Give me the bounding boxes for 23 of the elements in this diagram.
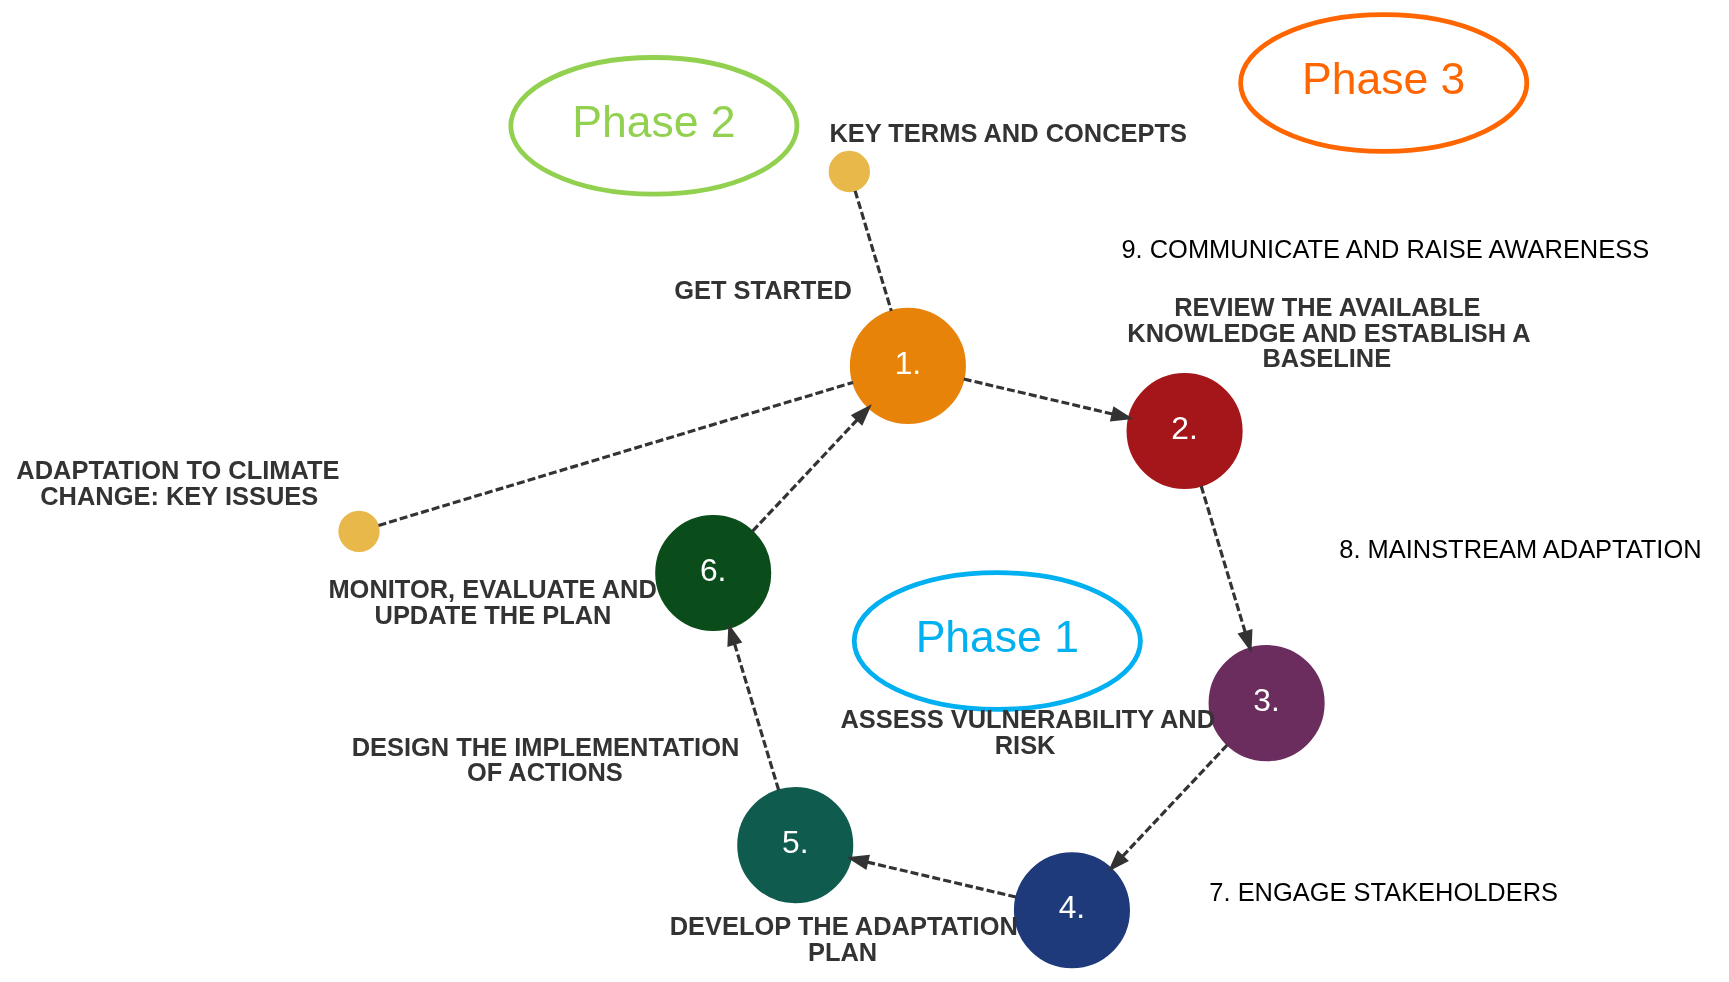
node-circle [337, 510, 380, 552]
arrow [963, 377, 1133, 422]
node-ellipse: Phase 3 [1237, 12, 1529, 154]
node-label: ADAPTATION TO CLIMATE CHANGE: KEY ISSUES [15, 456, 339, 510]
node-label: DESIGN THE IMPLEMENTATION OF ACTIONS [351, 732, 739, 787]
arrow [845, 854, 1016, 899]
node-label: REVIEW THE AVAILABLE KNOWLEDGE AND ESTABLISH A BASELINE [1126, 293, 1531, 373]
arrow [1107, 743, 1228, 872]
arrow [1199, 485, 1252, 653]
arrow [726, 623, 780, 791]
node-circle: 2. [1126, 372, 1243, 489]
label: 7. ENGAGE STAKEHOLDERS [1208, 878, 1558, 907]
connector [853, 190, 893, 312]
node-label: KEY TERMS AND CONCEPTS [828, 118, 1187, 147]
arrow [750, 404, 872, 533]
label: 8. MAINSTREAM ADAPTATION [1338, 535, 1702, 564]
node-label: MONITOR, EVALUATE AND UPDATE THE PLAN [327, 575, 657, 629]
node-label: GET STARTED [673, 275, 852, 304]
node-ellipse: Phase 2 [507, 55, 799, 197]
node-circle [828, 150, 870, 193]
label: 9. COMMUNICATE AND RAISE AWARENESS [1120, 234, 1649, 263]
node-circle: 5. [736, 787, 853, 904]
connector [377, 380, 853, 527]
